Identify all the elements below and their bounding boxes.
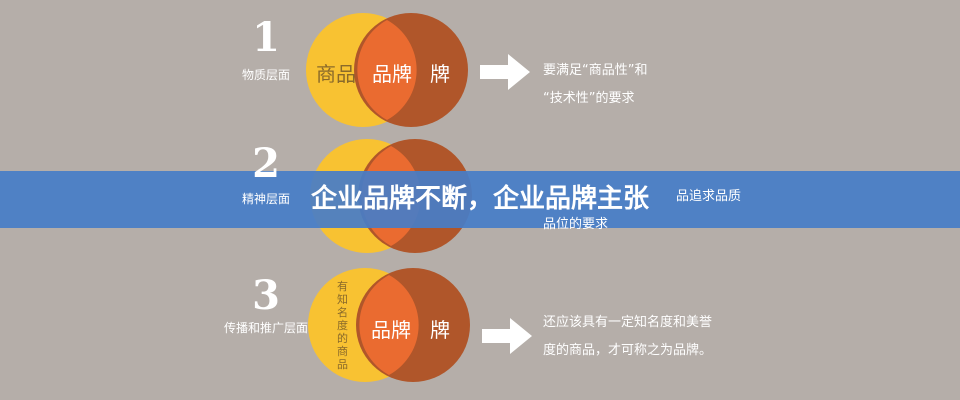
row-number: 1 (252, 14, 280, 61)
product-label: 商品 (316, 62, 356, 86)
venn-diagram (308, 268, 470, 382)
row-level: 传播和推广层面 (223, 321, 308, 335)
arrow-right-icon (482, 318, 532, 354)
row-description: 还应该具有一定知名度和美誉度的商品，才可称之为品牌。 (543, 315, 713, 358)
brand-label: 牌 (430, 62, 450, 86)
overlap-label: 品牌 (371, 318, 411, 342)
title-banner: 企业品牌不断，企业品牌主张 (0, 171, 960, 228)
row-number: 3 (252, 272, 280, 319)
brand-label: 牌 (430, 318, 450, 342)
row-level: 物质层面 (241, 68, 290, 82)
row-number: 2 (252, 140, 280, 187)
row-description: 要满足“商品性”和“技术性”的要求 (543, 63, 648, 106)
overlap-region (357, 20, 417, 120)
product-label: 有知名度的商品 (337, 280, 348, 371)
arrow-right-icon (480, 54, 530, 90)
row-description: 品追求品质 (676, 189, 742, 204)
venn-diagram (306, 13, 468, 127)
row-level: 精神层面 (241, 192, 290, 206)
overlap-label: 品牌 (372, 62, 412, 86)
row-description-2: 品位的要求 (543, 217, 609, 232)
